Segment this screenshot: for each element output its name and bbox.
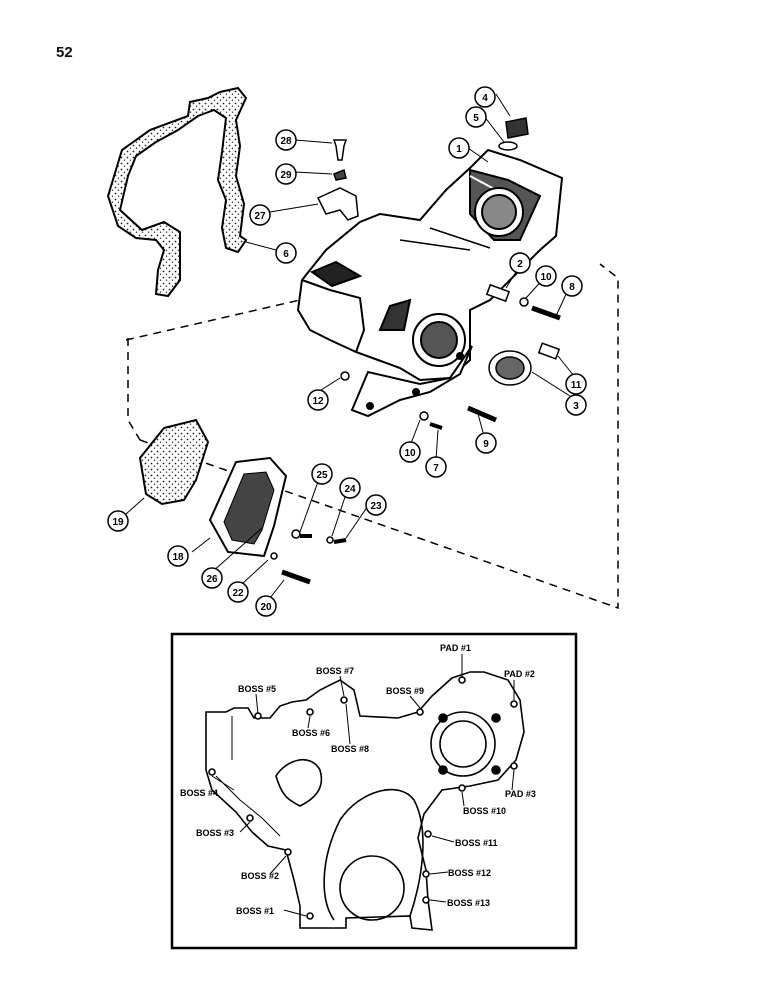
svg-text:28: 28 <box>280 136 292 147</box>
svg-text:6: 6 <box>283 249 289 260</box>
label-boss-9: BOSS #9 <box>386 686 424 696</box>
svg-text:12: 12 <box>312 396 324 407</box>
callout-4: 4 <box>474 86 496 108</box>
svg-text:29: 29 <box>280 170 292 181</box>
label-boss-12: BOSS #12 <box>448 868 491 878</box>
label-boss-2: BOSS #2 <box>241 871 279 881</box>
callouts: 1 2 3 4 5 6 7 8 9 10 10 11 12 18 19 20 2… <box>107 86 587 617</box>
callout-1: 1 <box>448 137 470 159</box>
svg-text:22: 22 <box>232 588 244 599</box>
svg-text:1: 1 <box>456 144 462 155</box>
svg-text:24: 24 <box>344 484 356 495</box>
inset-labels: PAD #1 PAD #2 PAD #3 BOSS #1 BOSS #2 BOS… <box>180 643 536 916</box>
svg-text:8: 8 <box>569 282 575 293</box>
svg-text:9: 9 <box>483 439 489 450</box>
svg-text:7: 7 <box>433 463 439 474</box>
timing-gear-housing <box>296 148 564 418</box>
label-pad-3: PAD #3 <box>505 789 536 799</box>
dashed-guide <box>125 263 619 610</box>
callout-22: 22 <box>227 581 249 603</box>
label-boss-1: BOSS #1 <box>236 906 274 916</box>
svg-text:2: 2 <box>517 259 523 270</box>
callout-2: 2 <box>509 252 531 274</box>
label-boss-5: BOSS #5 <box>238 684 276 694</box>
label-boss-7: BOSS #7 <box>316 666 354 676</box>
callout-6: 6 <box>275 242 297 264</box>
svg-text:27: 27 <box>254 211 266 222</box>
svg-text:20: 20 <box>260 602 272 613</box>
callout-5: 5 <box>465 106 487 128</box>
callout-24: 24 <box>339 477 361 499</box>
callout-23: 23 <box>365 494 387 516</box>
svg-text:3: 3 <box>573 401 579 412</box>
label-pad-1: PAD #1 <box>440 643 471 653</box>
callout-28: 28 <box>275 129 297 151</box>
inset-cover-outline <box>205 671 525 931</box>
callout-19: 19 <box>107 510 129 532</box>
svg-text:26: 26 <box>206 574 218 585</box>
callout-18: 18 <box>167 545 189 567</box>
label-boss-8: BOSS #8 <box>331 744 369 754</box>
svg-text:23: 23 <box>370 501 382 512</box>
label-boss-13: BOSS #13 <box>447 898 490 908</box>
svg-text:25: 25 <box>316 470 328 481</box>
callout-8: 8 <box>561 275 583 297</box>
callout-10-a: 10 <box>535 265 557 287</box>
page-number: 52 <box>56 44 73 61</box>
callout-12: 12 <box>307 389 329 411</box>
callout-27: 27 <box>249 204 271 226</box>
label-boss-3: BOSS #3 <box>196 828 234 838</box>
label-boss-10: BOSS #10 <box>463 806 506 816</box>
inset-frame <box>170 632 578 950</box>
callout-9: 9 <box>475 432 497 454</box>
label-boss-6: BOSS #6 <box>292 728 330 738</box>
timing-cover-gasket <box>106 86 248 298</box>
label-boss-4: BOSS #4 <box>180 788 218 798</box>
label-pad-2: PAD #2 <box>504 669 535 679</box>
inset-leaders <box>211 654 515 917</box>
cover-plate-window <box>223 471 275 545</box>
svg-text:4: 4 <box>482 93 488 104</box>
callout-10-b: 10 <box>399 441 421 463</box>
callout-20: 20 <box>255 595 277 617</box>
callout-26: 26 <box>201 567 223 589</box>
svg-text:18: 18 <box>172 552 184 563</box>
svg-text:10: 10 <box>540 272 552 283</box>
hardware-parts <box>270 117 561 585</box>
callout-29: 29 <box>275 163 297 185</box>
svg-text:19: 19 <box>112 517 124 528</box>
callout-3: 3 <box>565 394 587 416</box>
water-pump-gasket <box>138 418 210 506</box>
leader-lines <box>125 93 575 599</box>
callout-11: 11 <box>565 373 587 395</box>
callout-25: 25 <box>311 463 333 485</box>
callout-7: 7 <box>425 456 447 478</box>
svg-text:10: 10 <box>404 448 416 459</box>
svg-text:11: 11 <box>571 380 582 391</box>
svg-text:5: 5 <box>473 113 479 124</box>
label-boss-11: BOSS #11 <box>455 838 498 848</box>
